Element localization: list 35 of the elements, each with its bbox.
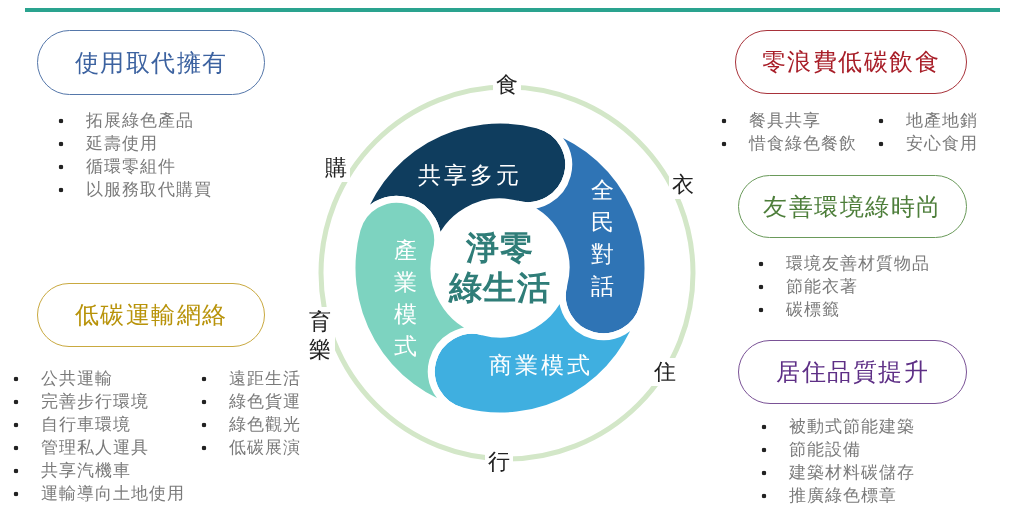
bullet-item: 公共運輸 [13, 367, 113, 390]
bullet-item: 節能衣著 [758, 275, 858, 298]
topic-pill: 友善環境綠時尚 [738, 175, 967, 238]
segment-label: 全民對話 [590, 174, 614, 302]
bullet-item: 循環零組件 [58, 155, 176, 178]
bullet-item: 環境友善材質物品 [758, 252, 930, 275]
segment-label: 商業模式 [489, 352, 593, 378]
segment-label: 共享多元 [418, 162, 522, 188]
topic-pill: 零浪費低碳飲食 [735, 30, 967, 94]
bullet-item: 拓展綠色產品 [58, 109, 194, 132]
segment-label: 產業模式 [393, 234, 417, 362]
bullet-item: 共享汽機車 [13, 459, 131, 482]
bullet-item: 運輸導向土地使用 [13, 482, 185, 505]
bullet-item: 推廣綠色標章 [761, 484, 897, 507]
topic-pill: 使用取代擁有 [37, 30, 265, 95]
bullet-item: 以服務取代購買 [58, 178, 212, 201]
center-title: 淨零綠生活 [449, 228, 551, 308]
ring-label: 住 [651, 358, 679, 386]
bullet-item: 碳標籤 [758, 298, 840, 321]
ring-label: 購 [322, 154, 350, 182]
topic-pill: 居住品質提升 [738, 340, 967, 404]
bullet-item: 餐具共享 [721, 109, 821, 132]
bullet-item: 延壽使用 [58, 132, 158, 155]
bullet-item: 節能設備 [761, 438, 861, 461]
bullet-item: 被動式節能建築 [761, 415, 915, 438]
bullet-item: 安心食用 [878, 132, 978, 155]
bullet-item: 管理私人運具 [13, 436, 149, 459]
bullet-item: 惜食綠色餐飲 [721, 132, 857, 155]
bullet-item: 綠色觀光 [201, 413, 301, 436]
bullet-item: 綠色貨運 [201, 390, 301, 413]
bullet-item: 完善步行環境 [13, 390, 149, 413]
bullet-item: 自行車環境 [13, 413, 131, 436]
topic-pill: 低碳運輸網絡 [37, 283, 265, 347]
bullet-item: 建築材料碳儲存 [761, 461, 915, 484]
bullet-item: 低碳展演 [201, 436, 301, 459]
